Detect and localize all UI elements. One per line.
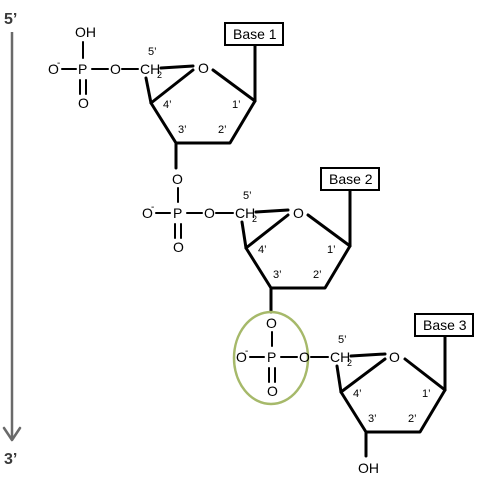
oxygen-label: O [266,315,277,331]
carbon-3-label: 3’ [178,124,187,136]
phosphate-group-3: O O - P O O [236,315,329,399]
oxygen-label: O [173,239,184,255]
base-1-label: Base 1 [233,26,277,42]
ch2-label: CH [235,205,255,221]
phosphate-group-2: O O - P O O [142,171,234,255]
phosphate-group-1: OH O - P O O [48,24,139,111]
carbon-1-label: 1’ [327,244,336,256]
nucleotide-2: O O - P O O CH 2 5’ O 4’ 3’ 2’ 1’ [142,167,380,314]
base-2-label: Base 2 [329,171,373,187]
negative-charge: - [151,202,154,213]
oxygen-label: O [48,61,59,77]
base-3-label: Base 3 [423,317,467,333]
carbon-1-label: 1’ [422,388,431,400]
carbon-3-label: 3’ [368,413,377,425]
ch2-label: CH [140,61,160,77]
oxygen-label: O [110,61,121,77]
ch2-subscript: 2 [252,214,257,224]
oxygen-label: O [142,205,153,221]
ch2-label: CH [330,349,350,365]
oxygen-label: O [299,349,310,365]
five-prime-label: 5’ [4,11,17,28]
base-3-box [414,313,474,337]
nucleotide-3: O O - P O O CH 2 5’ O 4’ 3’ 2’ 1’ [232,310,474,476]
carbon-4-label: 4’ [353,388,362,400]
carbon-4-label: 4’ [163,99,172,111]
carbon-2-label: 2’ [408,413,417,425]
ring-oxygen: O [293,205,304,221]
negative-charge: - [57,58,60,69]
carbon-3-label: 3’ [273,269,282,281]
carbon-5-label: 5’ [243,190,252,202]
oxygen-label: O [236,349,247,365]
oxygen-label: O [267,383,278,399]
phosphodiester-highlight [232,310,310,406]
carbon-4-label: 4’ [258,244,267,256]
direction-arrow-head [2,426,22,442]
hydroxyl-label: OH [75,24,96,40]
oxygen-label: O [172,171,183,187]
phosphorus-label: P [267,349,276,365]
base-2-box [320,167,380,191]
deoxyribose-ring-2: O 4’ 3’ 2’ 1’ [240,205,352,290]
nucleotide-1: OH O - P O O CH 2 5’ O 4’ 3’ 2’ [48,22,284,170]
ch2-subscript: 2 [157,70,162,80]
terminal-hydroxyl: OH [358,460,379,476]
carbon-2-label: 2’ [313,269,322,281]
carbon-5-label: 5’ [338,334,347,346]
negative-charge: - [245,346,248,357]
ring-oxygen: O [389,349,400,365]
oxygen-label: O [78,95,89,111]
phosphorus-label: P [78,61,87,77]
oxygen-label: O [204,205,215,221]
carbon-2-label: 2’ [218,124,227,136]
deoxyribose-ring-3: O 4’ 3’ 2’ 1’ [335,349,447,434]
ring-oxygen: O [198,60,209,76]
base-1-box [224,22,284,46]
direction-arrow: 5’ 3’ [2,11,22,468]
ch2-subscript: 2 [347,358,352,368]
deoxyribose-ring-1: O 4’ 3’ 2’ 1’ [144,60,257,145]
phosphorus-label: P [173,205,182,221]
carbon-5-label: 5’ [148,46,157,58]
three-prime-label: 3’ [4,451,17,468]
carbon-1-label: 1’ [232,99,241,111]
